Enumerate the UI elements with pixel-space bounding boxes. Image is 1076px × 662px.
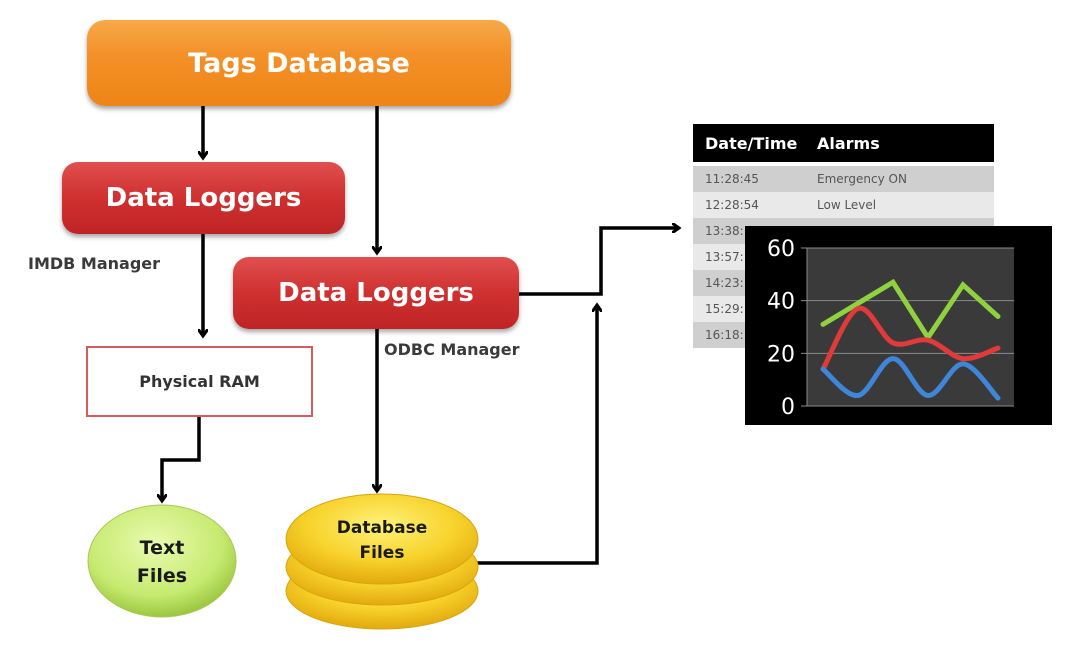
- cell-time: 13:38:: [705, 224, 744, 238]
- text-files-line1: Text: [139, 537, 185, 559]
- tags-database-node: Tags Database: [87, 20, 511, 106]
- data-logger-odbc-label: Data Loggers: [278, 278, 474, 308]
- imdb-manager-label: IMDB Manager: [28, 254, 161, 273]
- arrow-database-to-output: [476, 306, 597, 565]
- text-files-label: Text Files: [112, 534, 212, 590]
- data-logger-imdb-label: Data Loggers: [105, 183, 302, 213]
- data-logger-imdb-node: Data Loggers: [62, 162, 345, 234]
- odbc-manager-label: ODBC Manager: [384, 340, 520, 359]
- table-row: 11:28:45 Emergency ON: [693, 166, 994, 192]
- cell-time: 16:18:: [705, 328, 744, 342]
- physical-ram-node: Physical RAM: [86, 346, 313, 417]
- cell-alarm: Low Level: [817, 198, 877, 212]
- arrow-ram-to-text-files: [162, 417, 201, 500]
- y-tick-label: 40: [767, 290, 795, 315]
- y-tick-label: 0: [781, 395, 795, 420]
- header-datetime: Date/Time: [705, 133, 798, 153]
- cell-time: 13:57:: [705, 250, 744, 264]
- header-alarms: Alarms: [817, 133, 880, 153]
- arrow-logger-odbc-to-table: [519, 228, 678, 296]
- text-files-line2: Files: [136, 565, 188, 587]
- cell-time: 12:28:54: [705, 198, 759, 212]
- y-tick-label: 60: [767, 237, 795, 262]
- series-line-blue: [820, 356, 1001, 401]
- trend-chart: 0 20 40 60: [745, 226, 1052, 425]
- series-line-red: [820, 306, 1001, 372]
- data-logger-odbc-node: Data Loggers: [233, 257, 519, 329]
- y-tick-label: 20: [767, 342, 795, 367]
- cell-time: 11:28:45: [705, 172, 759, 186]
- table-row: 12:28:54 Low Level: [693, 192, 994, 218]
- cell-time: 14:23:: [705, 276, 744, 290]
- alarms-table-header: Date/Time Alarms: [693, 124, 994, 162]
- physical-ram-label: Physical RAM: [139, 372, 260, 391]
- tags-database-label: Tags Database: [188, 47, 410, 79]
- database-files-line1: Database: [336, 518, 428, 538]
- text-files-node: [87, 504, 237, 618]
- cell-alarm: Emergency ON: [817, 172, 907, 186]
- database-files-line2: Files: [359, 543, 405, 563]
- database-files-node: [285, 493, 479, 585]
- cell-time: 15:29:: [705, 302, 744, 316]
- trend-chart-svg: 0 20 40 60: [767, 237, 1014, 420]
- database-files-label: Database Files: [322, 516, 442, 566]
- series-line-green: [820, 278, 1001, 343]
